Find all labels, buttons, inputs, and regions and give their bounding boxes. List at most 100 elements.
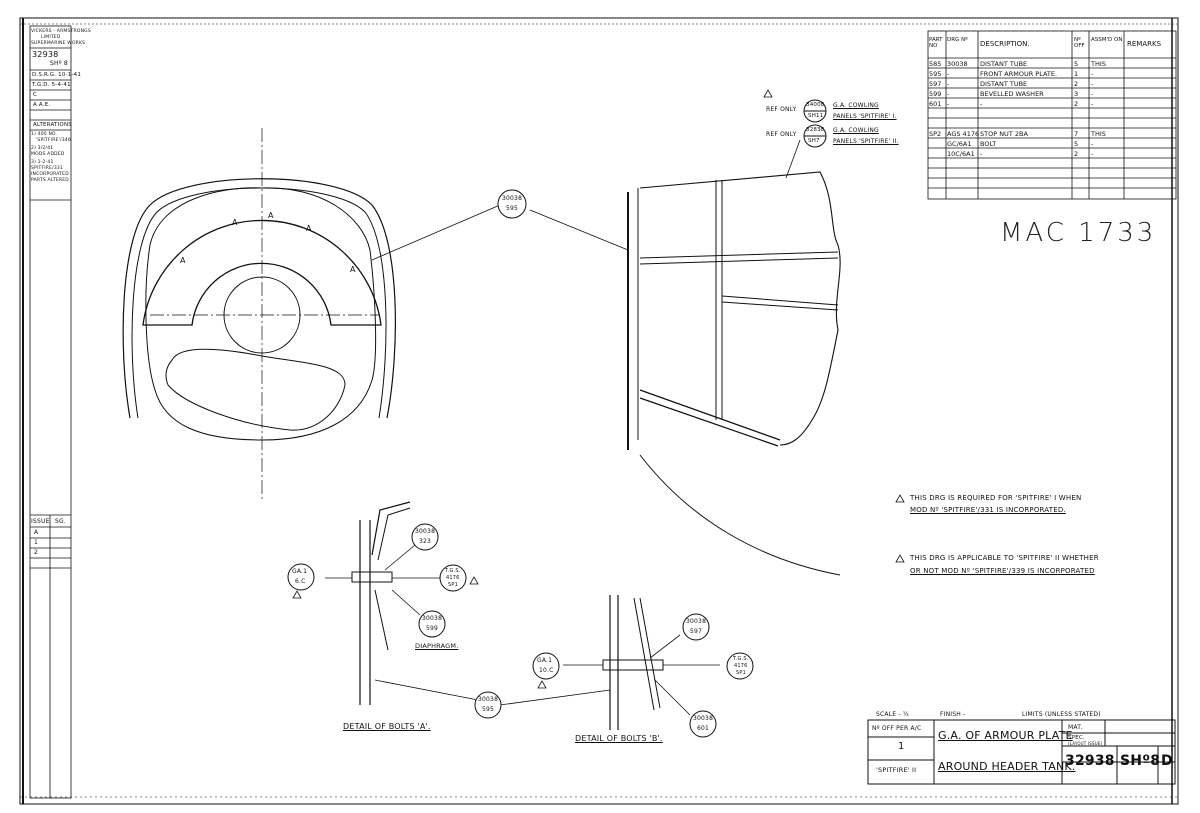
ref1-sheet: SH11: [808, 113, 824, 119]
callout-b-right-line3: SP1: [736, 670, 746, 676]
issue-entry: 1: [34, 539, 39, 546]
side-view-drawing: [529, 139, 841, 576]
parts-table-header-drg: DRG Nº: [947, 37, 968, 43]
issue-entry: A: [34, 529, 39, 536]
ref1-desc1: G.A. COWLING: [833, 102, 879, 109]
alterations-heading: ALTERATIONS: [33, 122, 72, 128]
parts-table-cell-desc: DISTANT TUBE: [980, 60, 1028, 68]
traced-by: T.G.D. 5-4-41: [32, 82, 71, 88]
callout-a-bottom: [474, 691, 502, 719]
spec-label: SPEC.: [1068, 735, 1085, 741]
ref2-sheet: SH7: [808, 138, 820, 144]
callout-main-top-line1: 30038: [502, 195, 523, 202]
drawing-number: 32938: [1065, 753, 1115, 769]
parts-table-cell-desc: -: [980, 100, 983, 108]
marker-a-label: A: [350, 265, 356, 274]
scale-label: SCALE - ¼: [876, 711, 909, 718]
drawing-title-line1: G.A. OF ARMOUR PLATE: [938, 729, 1073, 742]
callout-a-top-line1: 30038: [415, 528, 436, 535]
parts-table-cell-drg: AGS 4176: [947, 130, 980, 138]
drawing-title-line2: AROUND HEADER TANK.: [938, 760, 1076, 773]
alteration-note: PARTS ALTERED: [31, 178, 69, 183]
parts-table-cell-desc: BEVELLED WASHER: [980, 90, 1044, 98]
parts-table-cell-off: 2: [1074, 100, 1079, 108]
note2-line1: THIS DRG IS APPLICABLE TO 'SPITFIRE' II …: [910, 554, 1099, 562]
callout-b-top-line1: 30038: [686, 618, 707, 625]
callout-b-left-line2: 10.C: [539, 667, 554, 674]
mat-label: MAT.: [1068, 724, 1083, 731]
title-block-grid: [867, 719, 1176, 785]
parts-table-cell-desc: -: [980, 150, 983, 158]
aircraft-label: 'SPITFIRE' II: [876, 766, 917, 774]
callout-a-bottom-line1: 30038: [478, 696, 499, 703]
ref-number: 32938: [32, 50, 59, 59]
callout-a-left: [287, 563, 315, 591]
marker-a-label: A: [306, 224, 312, 233]
alteration-note: 1) 400 NO.: [31, 132, 58, 137]
callout-b-right-line1: T.G.S.: [733, 656, 749, 662]
callout-a-left-line1: GA.1: [292, 568, 308, 575]
detail-a-drawing: [325, 501, 479, 705]
alteration-note: INCORPORATED: [31, 172, 69, 177]
callout-circles: [287, 99, 827, 738]
parts-table-cell-assm: -: [1091, 100, 1094, 108]
callout-b-top: [682, 613, 710, 641]
warning-triangle-icons: [292, 89, 905, 689]
parts-table-cell-assm: -: [1091, 140, 1094, 148]
callout-b-right-line2: 4176: [734, 663, 748, 669]
parts-table-cell-desc: DISTANT TUBE: [980, 80, 1028, 88]
marker-a-label: A: [180, 256, 186, 265]
ref-sheet: SHº 8: [50, 60, 68, 67]
parts-table-cell-assm: THIS: [1091, 60, 1106, 68]
parts-table-cell-assm: -: [1091, 90, 1094, 98]
parts-table-cell-off: 5: [1074, 60, 1079, 68]
parts-table-cell-part: 595: [929, 70, 942, 78]
callout-a-right-line1: T.G.S.: [445, 568, 461, 574]
issue-entry: 2: [34, 549, 39, 556]
parts-table-header-off: Nº OFF: [1074, 37, 1085, 49]
parts-table-cell-assm: -: [1091, 70, 1094, 78]
parts-table-header-assm: ASSM'D ON: [1091, 37, 1123, 43]
callout-b-left: [532, 652, 560, 680]
parts-table-cell-desc: FRONT ARMOUR PLATE.: [980, 70, 1058, 78]
company-line-1: VICKERS - ARMSTRONGS: [31, 29, 91, 34]
parts-table-cell-part: 585: [929, 60, 942, 68]
callout-main-top: [497, 189, 527, 219]
callout-a-bottom-line2: 595: [482, 706, 495, 713]
parts-table-cell-drg: -: [947, 80, 950, 88]
callout-b-right: [726, 652, 754, 680]
note2-line2: OR NOT MOD Nº 'SPITFIRE'/339 IS INCORPOR…: [910, 567, 1095, 575]
note1-line2: MOD Nº 'SPITFIRE'/331 IS INCORPORATED.: [910, 506, 1066, 514]
callout-a-top: [411, 523, 439, 551]
callout-a-mid: [418, 610, 446, 638]
callout-a-mid-line2: 599: [426, 625, 439, 632]
callout-b-bottom-line1: 30038: [693, 715, 714, 722]
parts-table-grid: [927, 30, 1177, 200]
parts-table-cell-drg: -: [947, 100, 950, 108]
callout-a-right-line3: SP1: [448, 582, 458, 588]
alteration-note: 3) 1-2-41: [31, 160, 54, 165]
alteration-note: SPITFIRE/331: [31, 166, 64, 171]
detail-b-caption: DETAIL OF BOLTS 'B'.: [575, 734, 663, 743]
alteration-note: 2) 3/2/41: [31, 146, 54, 151]
parts-table-cell-assm: -: [1091, 150, 1094, 158]
ref2-desc1: G.A. COWLING: [833, 127, 879, 134]
drawing-stamp-number: MAC 1733: [1000, 218, 1157, 248]
ref2-drg: 32838: [806, 127, 825, 133]
sheet-border: [19, 17, 1179, 805]
parts-table-header-remarks: REMARKS: [1127, 40, 1162, 48]
approved-by: A A.E.: [33, 102, 51, 108]
parts-table-cell-part: SP2: [929, 130, 942, 138]
ref1-drg: 34008: [806, 102, 825, 108]
parts-table-cell-drg: 10C/6A1: [947, 150, 975, 158]
parts-table-cell-drg: -: [947, 90, 950, 98]
parts-table-cell-part: 601: [929, 100, 942, 108]
sheet-number: SHº8: [1120, 753, 1161, 769]
finish-label: FINISH -: [940, 711, 966, 718]
company-line-3: SUPERMARINE WORKS: [31, 41, 86, 46]
ref2-label: REF ONLY: [766, 131, 797, 138]
parts-table-cell-drg: GC/6A1: [947, 140, 972, 148]
parts-table-cell-off: 2: [1074, 150, 1079, 158]
parts-table-cell-off: 5: [1074, 140, 1079, 148]
drawn-by: D.S.R.G. 10-1-41: [32, 72, 82, 78]
